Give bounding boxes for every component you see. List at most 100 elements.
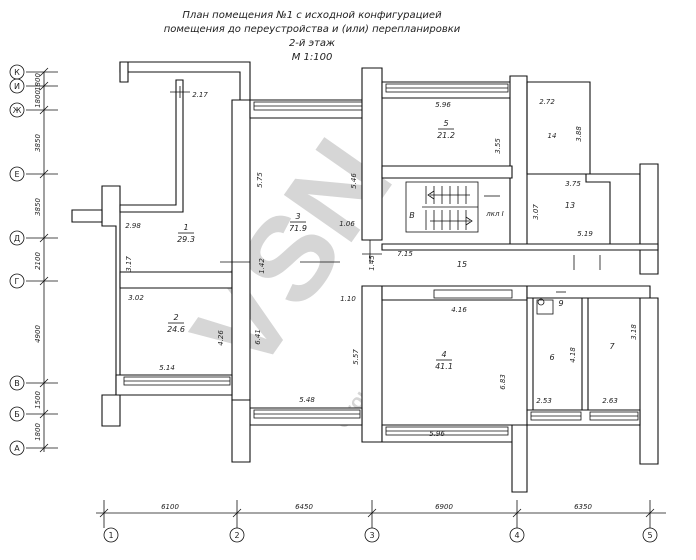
room-3-area: 71.9 — [289, 224, 307, 233]
svg-text:1: 1 — [108, 531, 113, 540]
room-6-number: 6 — [549, 353, 554, 362]
svg-text:5.19: 5.19 — [577, 230, 593, 238]
svg-text:В: В — [14, 379, 20, 388]
svg-text:Ж: Ж — [13, 106, 22, 115]
svg-text:2.17: 2.17 — [192, 91, 208, 99]
svg-text:2.98: 2.98 — [125, 222, 141, 230]
svg-text:3.17: 3.17 — [125, 256, 133, 272]
svg-text:Г: Г — [15, 277, 20, 286]
windows — [123, 83, 639, 436]
svg-text:Б: Б — [14, 410, 20, 419]
room-14-number: 14 — [548, 132, 557, 140]
stair-label: лкл I — [485, 210, 503, 218]
svg-text:5.96: 5.96 — [429, 430, 445, 438]
svg-text:5.46: 5.46 — [350, 173, 358, 189]
col-axis-5: 5 — [642, 527, 658, 543]
col-axis-1: 1 — [103, 527, 119, 543]
col-axis-3: 3 — [364, 527, 380, 543]
bottom-dimension-chain: 6100 6450 6900 6350 1 2 3 4 5 — [96, 500, 666, 543]
svg-text:5.14: 5.14 — [159, 364, 175, 372]
row-axis-B: Б — [9, 406, 25, 422]
svg-text:2.53: 2.53 — [536, 397, 552, 405]
svg-text:А: А — [14, 444, 20, 453]
svg-text:2: 2 — [234, 531, 239, 540]
svg-text:2.72: 2.72 — [539, 98, 555, 106]
room-labels: 1 29.3 2 24.6 3 71.9 4 41.1 5 21.2 6 7 9… — [167, 119, 615, 371]
row-axis-G: Г — [9, 273, 25, 289]
svg-text:6.83: 6.83 — [499, 374, 507, 390]
room-1-area: 29.3 — [177, 235, 195, 244]
room-3-number: 3 — [295, 212, 300, 221]
title-line-4: М 1:100 — [292, 52, 333, 63]
svg-text:4: 4 — [514, 531, 519, 540]
room-13-number: 13 — [565, 201, 575, 210]
svg-text:5: 5 — [647, 531, 652, 540]
row-axis-E: Е — [9, 166, 25, 182]
svg-text:К: К — [14, 68, 20, 77]
row-axis-V: В — [9, 375, 25, 391]
svg-text:6.41: 6.41 — [254, 329, 262, 345]
svg-text:3.18: 3.18 — [630, 324, 638, 340]
svg-text:4.26: 4.26 — [217, 330, 225, 346]
col-dim-1: 6100 — [161, 503, 179, 511]
svg-text:5.57: 5.57 — [352, 349, 360, 365]
left-dimension-chain: 1800 1800 3850 3850 2100 4900 1500 1800 … — [9, 64, 58, 456]
room-4-number: 4 — [441, 350, 446, 359]
svg-text:1.10: 1.10 — [340, 295, 356, 303]
svg-text:5.48: 5.48 — [299, 396, 315, 404]
row-dim-3: 3850 — [34, 134, 42, 152]
svg-text:1.42: 1.42 — [258, 258, 266, 274]
row-axis-Zh: Ж — [9, 102, 25, 118]
stair-well — [405, 181, 479, 233]
title-line-1: План помещения №1 с исходной конфигураци… — [182, 10, 442, 21]
room-5-area: 21.2 — [437, 131, 455, 140]
svg-text:3.55: 3.55 — [494, 138, 502, 154]
room-2-number: 2 — [173, 313, 178, 322]
row-axis-K: К — [9, 64, 25, 80]
row-dim-5: 2100 — [34, 252, 42, 270]
svg-text:Е: Е — [14, 170, 19, 179]
svg-text:5.96: 5.96 — [435, 101, 451, 109]
plan-title: План помещения №1 с исходной конфигураци… — [164, 10, 461, 63]
svg-text:5.75: 5.75 — [256, 172, 264, 188]
svg-text:И: И — [14, 82, 20, 91]
col-axis-4: 4 — [509, 527, 525, 543]
col-axis-2: 2 — [229, 527, 245, 543]
row-dim-1: 1800 — [34, 73, 42, 91]
svg-text:3.88: 3.88 — [575, 126, 583, 142]
room-2-area: 24.6 — [167, 325, 185, 334]
svg-text:1.45: 1.45 — [368, 255, 376, 271]
door-marks — [170, 86, 601, 315]
svg-text:3.02: 3.02 — [128, 294, 144, 302]
svg-text:1.06: 1.06 — [339, 220, 355, 228]
col-dim-3: 6900 — [435, 503, 453, 511]
svg-text:7.15: 7.15 — [397, 250, 413, 258]
dimension-labels: 2.17 2.98 3.17 3.02 4.26 5.14 5.75 6.41 … — [125, 91, 638, 438]
row-dim-4: 3850 — [34, 198, 42, 216]
room-1-number: 1 — [183, 223, 188, 232]
row-dim-8: 1800 — [34, 423, 42, 441]
svg-text:2.63: 2.63 — [602, 397, 618, 405]
row-axis-I: И — [9, 78, 25, 94]
svg-text:3.07: 3.07 — [532, 204, 540, 220]
svg-text:4.18: 4.18 — [569, 347, 577, 363]
row-dim-2: 1800 — [34, 90, 42, 108]
room-V-number: В — [409, 211, 415, 220]
svg-text:Д: Д — [14, 234, 20, 243]
svg-text:4.16: 4.16 — [451, 306, 467, 314]
room-4-area: 41.1 — [435, 362, 453, 371]
col-dim-4: 6350 — [574, 503, 592, 511]
svg-text:3.75: 3.75 — [565, 180, 581, 188]
row-dim-7: 1500 — [34, 391, 42, 409]
svg-text:3: 3 — [369, 531, 374, 540]
walls — [71, 61, 659, 493]
room-5-number: 5 — [443, 119, 448, 128]
row-axis-D: Д — [9, 230, 25, 246]
row-axis-A: А — [9, 440, 25, 456]
row-dim-6: 4900 — [34, 325, 42, 343]
title-line-3: 2-й этаж — [289, 38, 335, 49]
col-dim-2: 6450 — [295, 503, 313, 511]
room-15-number: 15 — [457, 260, 467, 269]
title-line-2: помещения до переустройства и (или) пере… — [164, 24, 461, 35]
